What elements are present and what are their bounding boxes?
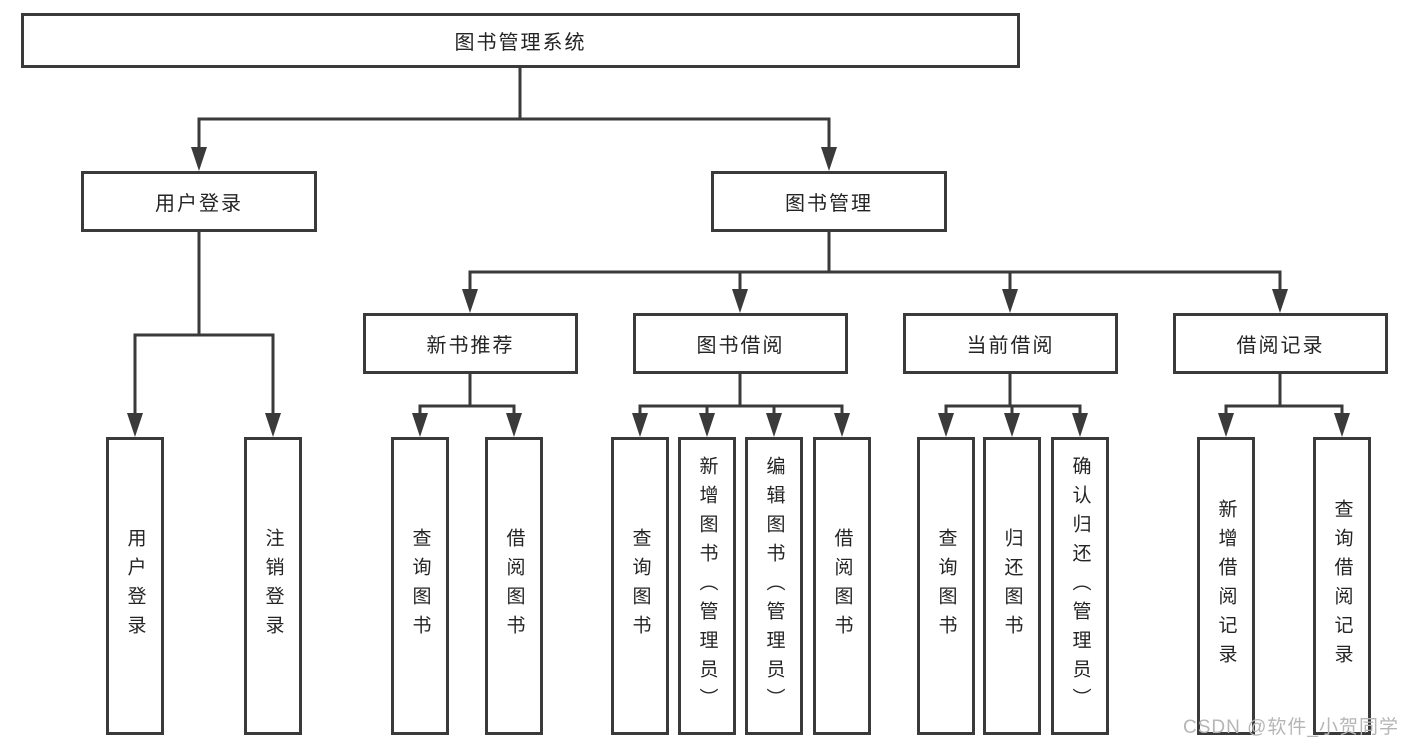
leaf-confirm-return-admin: 确认归还（管理员）: [1051, 437, 1109, 735]
leaf-label: 查询图书: [935, 528, 957, 644]
node-label: 图书管理系统: [454, 32, 587, 54]
leaf-label: 注销登录: [262, 528, 284, 644]
leaf-borrow-book-recommend: 借阅图书: [485, 437, 543, 735]
leaf-query-borrow-record: 查询借阅记录: [1313, 437, 1371, 735]
node-book-management: 图书管理: [711, 171, 947, 232]
leaf-label: 新增借阅记录: [1215, 499, 1237, 673]
arrowhead-down-icon: [699, 413, 715, 437]
node-label: 用户登录: [155, 193, 243, 215]
leaf-query-book-borrow: 查询图书: [611, 437, 669, 735]
node-borrow-records: 借阅记录: [1173, 313, 1388, 374]
leaf-user-login: 用户登录: [106, 437, 164, 735]
node-label: 图书借阅: [696, 335, 785, 357]
leaf-label: 借阅图书: [831, 528, 853, 644]
node-label: 借阅记录: [1236, 335, 1325, 357]
arrowhead-down-icon: [265, 413, 281, 437]
arrowhead-down-icon: [1072, 413, 1088, 437]
leaf-label: 用户登录: [124, 528, 146, 644]
connector-line: [133, 231, 275, 419]
arrowhead-down-icon: [732, 289, 748, 313]
arrowhead-down-icon: [1334, 413, 1350, 437]
leaf-label: 新增图书（管理员）: [696, 455, 718, 717]
leaf-return-book: 归还图书: [983, 437, 1041, 735]
node-current-borrow: 当前借阅: [903, 313, 1118, 374]
node-label: 新书推荐: [426, 335, 515, 357]
connector-line: [638, 373, 844, 419]
leaf-label: 编辑图书（管理员）: [763, 455, 785, 717]
arrowhead-down-icon: [938, 413, 954, 437]
leaf-add-book-admin: 新增图书（管理员）: [678, 437, 736, 735]
arrowhead-down-icon: [821, 147, 837, 171]
arrowhead-down-icon: [632, 413, 648, 437]
arrowhead-down-icon: [412, 413, 428, 437]
leaf-label: 查询图书: [629, 528, 651, 644]
arrowhead-down-icon: [1218, 413, 1234, 437]
leaf-label: 查询图书: [409, 528, 431, 644]
arrowhead-down-icon: [766, 413, 782, 437]
connector-line: [1224, 373, 1344, 419]
arrowhead-down-icon: [1272, 289, 1288, 313]
node-label: 图书管理: [785, 193, 873, 215]
leaf-query-book-recommend: 查询图书: [391, 437, 449, 735]
arrowhead-down-icon: [462, 289, 478, 313]
connector-line: [944, 373, 1082, 419]
node-book-borrow: 图书借阅: [633, 313, 848, 374]
arrowhead-down-icon: [834, 413, 850, 437]
leaf-label: 归还图书: [1001, 528, 1023, 644]
leaf-label: 查询借阅记录: [1331, 499, 1353, 673]
node-library-system: 图书管理系统: [21, 13, 1020, 68]
csdn-watermark: CSDN @软件_小贺同学: [1183, 717, 1399, 738]
leaf-logout-login: 注销登录: [244, 437, 302, 735]
leaf-borrow-book: 借阅图书: [813, 437, 871, 735]
arrowhead-down-icon: [1004, 413, 1020, 437]
leaf-label: 确认归还（管理员）: [1069, 455, 1091, 717]
leaf-edit-book-admin: 编辑图书（管理员）: [745, 437, 803, 735]
leaf-query-book-current: 查询图书: [917, 437, 975, 735]
leaf-add-borrow-record: 新增借阅记录: [1197, 437, 1255, 735]
connector-line: [197, 67, 831, 153]
node-user-login: 用户登录: [81, 171, 317, 232]
connector-line: [468, 231, 1282, 295]
leaf-label: 借阅图书: [503, 528, 525, 644]
node-new-book-recommend: 新书推荐: [363, 313, 578, 374]
arrowhead-down-icon: [127, 413, 143, 437]
arrowhead-down-icon: [506, 413, 522, 437]
arrowhead-down-icon: [191, 147, 207, 171]
node-label: 当前借阅: [966, 335, 1055, 357]
connector-line: [418, 373, 516, 419]
arrowhead-down-icon: [1002, 289, 1018, 313]
